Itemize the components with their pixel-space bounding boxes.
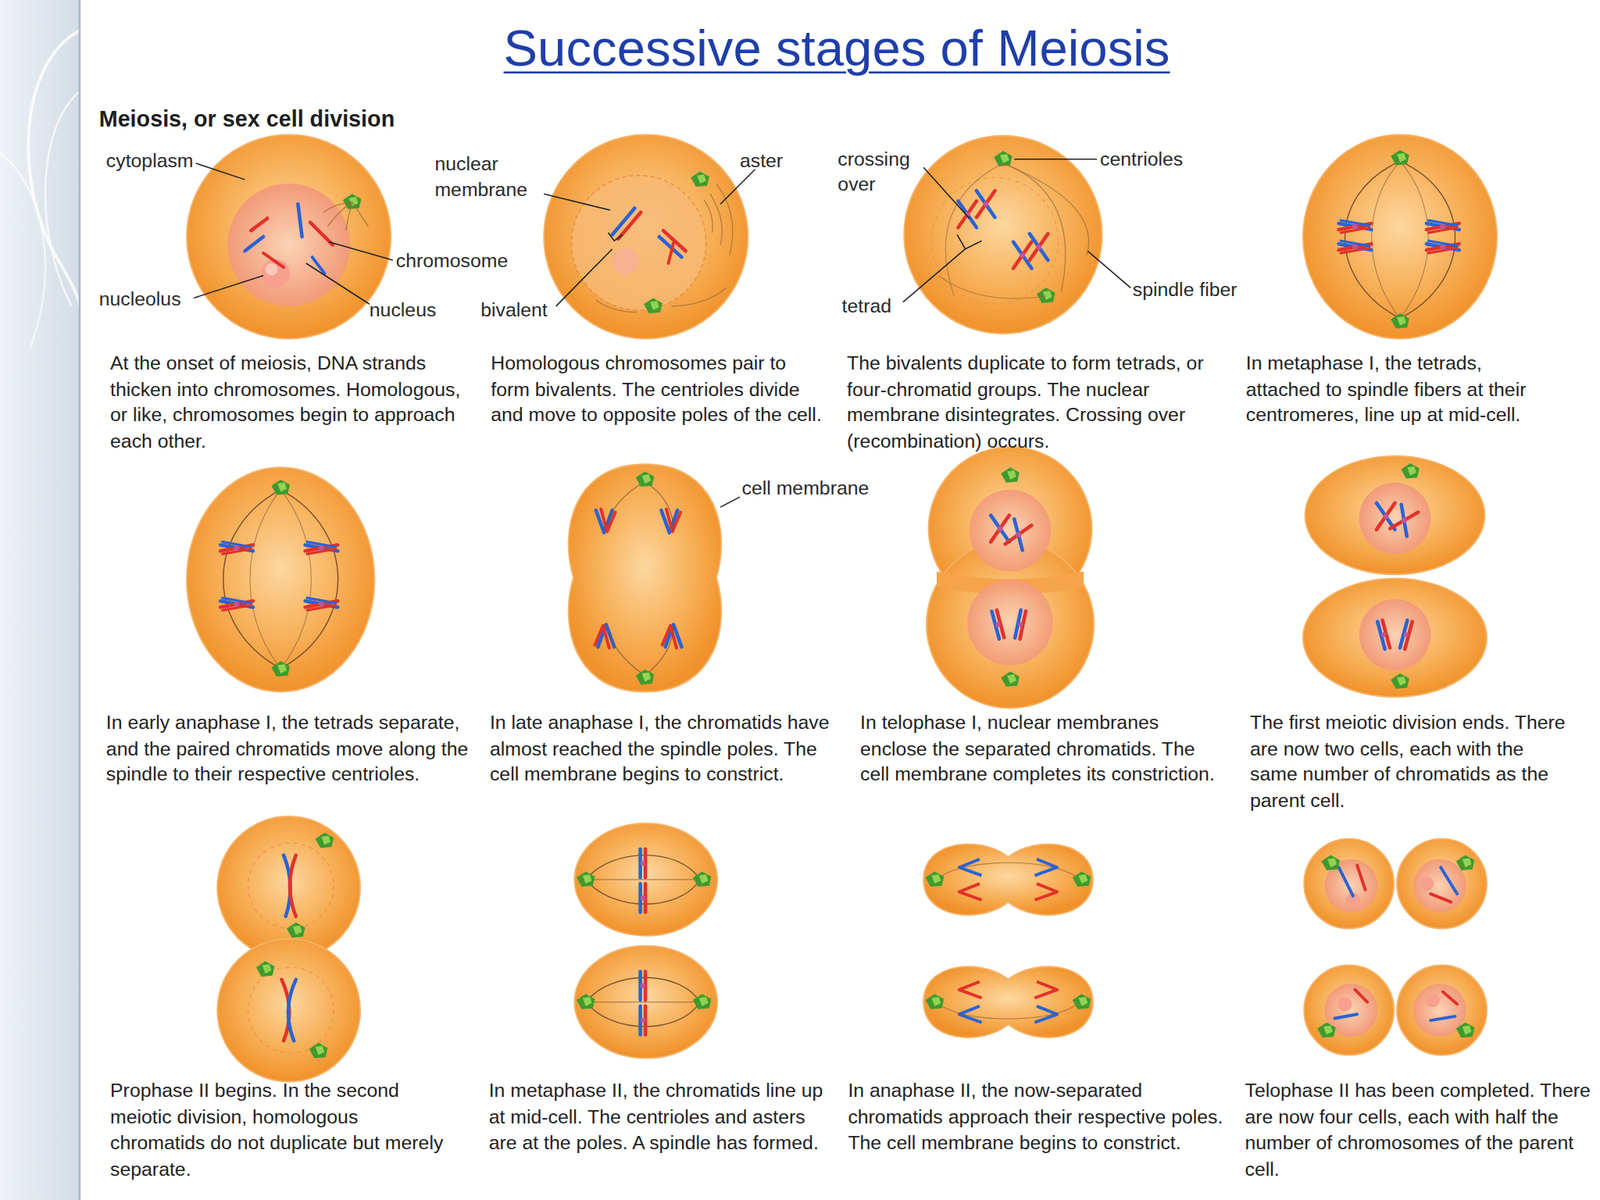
part-label: nucleus bbox=[369, 296, 437, 323]
stage-caption: Homologous chromosomes pair to form biva… bbox=[490, 350, 828, 429]
part-label: bivalent bbox=[480, 296, 548, 323]
stage-caption: In telophase I, nuclear membranes enclos… bbox=[860, 709, 1218, 788]
part-label: cytoplasm bbox=[106, 147, 194, 174]
stage-caption: In metaphase II, the chromatids line up … bbox=[489, 1077, 832, 1156]
part-label: nucleolus bbox=[99, 285, 182, 312]
part-label: cell membrane bbox=[742, 475, 870, 502]
part-label: nuclear membrane bbox=[434, 150, 558, 202]
stage-caption: In late anaphase I, the chromatids have … bbox=[489, 709, 837, 788]
stage-caption: At the onset of meiosis, DNA strands thi… bbox=[110, 350, 478, 454]
part-label: chromosome bbox=[396, 247, 508, 274]
stage-caption: The first meiotic division ends. There a… bbox=[1250, 709, 1567, 814]
stage-caption: In anaphase II, the now-separated chroma… bbox=[847, 1077, 1225, 1156]
stage-caption: Telophase II has been completed. There a… bbox=[1244, 1077, 1592, 1182]
subtitle: Meiosis, or sex cell division bbox=[99, 106, 395, 133]
part-label: centrioles bbox=[1100, 146, 1183, 172]
part-label: aster bbox=[739, 147, 783, 174]
part-label: spindle fiber bbox=[1132, 276, 1238, 303]
page-title: Successive stages of Meiosis bbox=[79, 18, 1594, 79]
stage-caption: The bivalents duplicate to form tetrads,… bbox=[846, 350, 1240, 454]
stage-caption: In metaphase I, the tetrads, attached to… bbox=[1246, 350, 1553, 429]
part-label: crossing over bbox=[837, 146, 935, 197]
part-label: tetrad bbox=[842, 292, 892, 319]
stage-caption: In early anaphase I, the tetrads separat… bbox=[106, 709, 479, 788]
stage-caption: Prophase II begins. In the second meioti… bbox=[110, 1077, 458, 1182]
